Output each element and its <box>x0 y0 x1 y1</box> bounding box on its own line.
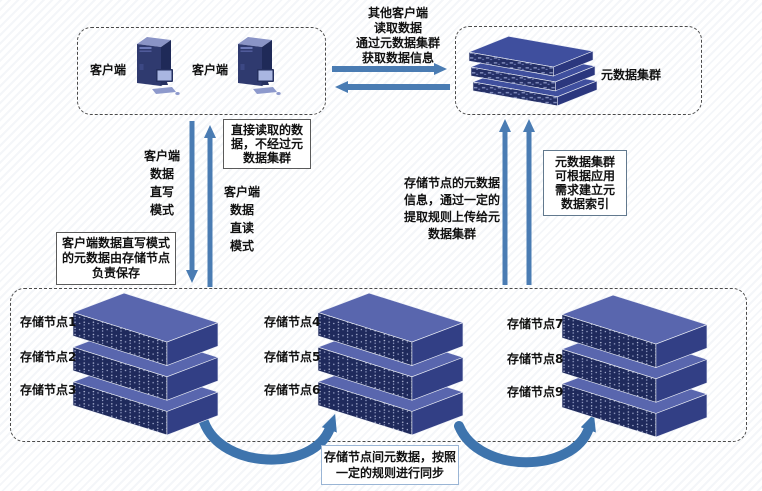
arrow-upload-metadata-2 <box>523 119 535 285</box>
swoosh-sync-left <box>199 413 337 465</box>
storage-node-label: 存储节点7 <box>507 317 564 331</box>
note-write-mode: 客户端 数据 直写 模式 <box>143 149 180 217</box>
pc-tower-icon <box>238 37 281 95</box>
storage-node-label: 存储节点8 <box>507 352 564 366</box>
pc-tower-icon <box>137 37 180 95</box>
arrow-metadata-to-clients <box>335 81 450 93</box>
storage-node-label: 存储节点2 <box>20 350 77 364</box>
note-other-clients-read: 其他客户端 读取数据 通过元数据集群 获取数据信息 <box>355 6 440 65</box>
metadata-stack-icon <box>469 36 598 107</box>
storage-node-label: 存储节点4 <box>264 315 321 329</box>
storage-node-label: 存储节点6 <box>264 383 321 397</box>
arrow-clients-to-metadata <box>332 63 447 75</box>
storage-node-label: 存储节点9 <box>507 385 564 399</box>
note-read-mode: 客户端 数据 直读 模式 <box>223 185 260 253</box>
note-sync: 存储节点间元数据，按照 一定的规则进行同步 <box>321 445 459 485</box>
swoosh-sync-right <box>454 413 596 468</box>
storage-stack-icon <box>318 290 464 436</box>
note-direct-read: 直接读取的数 据，不经过元 数据集群 <box>223 119 311 169</box>
storage-stack-icon <box>73 290 219 436</box>
metadata-cluster-label: 元数据集群 <box>601 68 662 82</box>
client-label: 客户端 <box>192 63 229 77</box>
arrow-upload-metadata-1 <box>499 119 511 285</box>
note-metadata-index: 元数据集群 可根据应用 需求建立元 数据索引 <box>543 150 627 216</box>
metadata-cluster-box <box>455 26 702 115</box>
arrow-client-read-up <box>204 125 216 287</box>
arrow-client-write-down <box>186 121 198 283</box>
storage-cluster-box <box>10 288 747 442</box>
storage-node-label: 存储节点1 <box>20 315 77 329</box>
storage-node-label: 存储节点3 <box>20 383 77 397</box>
note-write-meta-storage: 客户端数据直写模式 的元数据由存储节点 负责保存 <box>56 232 176 285</box>
client-cluster-box <box>77 27 326 115</box>
note-upload-metadata: 存储节点的元数据 信息，通过一定的 提取规则上传给元 数据集群 <box>403 176 500 241</box>
storage-stack-icon <box>562 292 708 438</box>
storage-node-label: 存储节点5 <box>264 350 321 364</box>
client-label: 客户端 <box>90 63 127 77</box>
